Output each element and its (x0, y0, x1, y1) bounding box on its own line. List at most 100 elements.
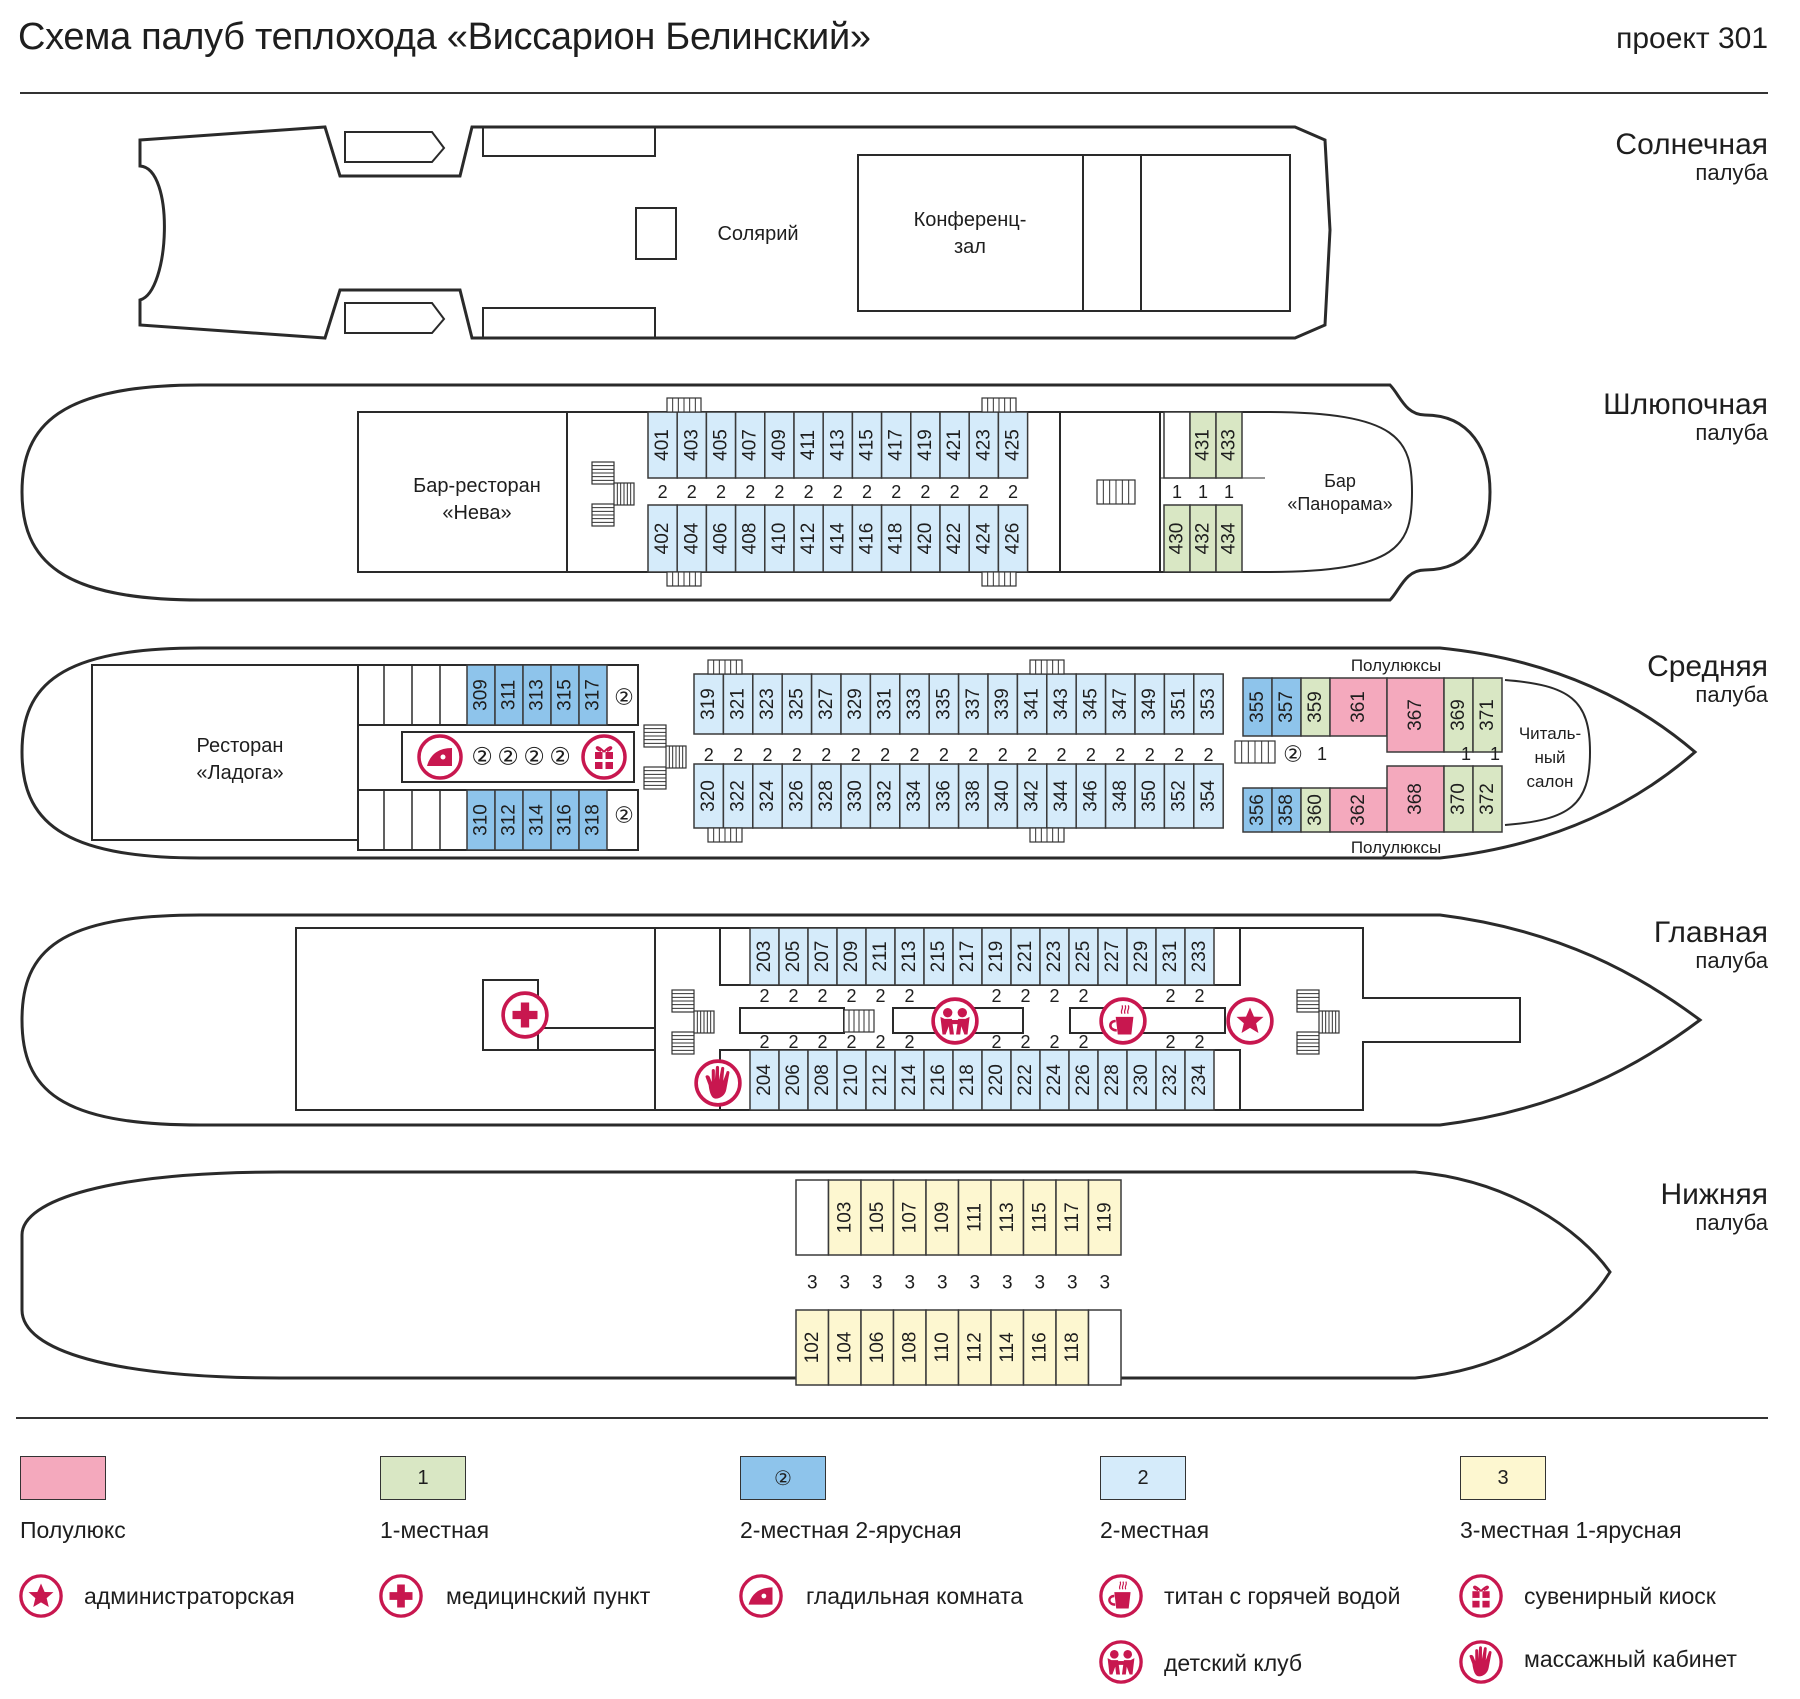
cabin-cell[interactable] (1329, 787, 1388, 833)
cabin[interactable]: 415 (851, 411, 883, 479)
cabin[interactable]: 403 (676, 411, 708, 479)
cabin-cell[interactable] (1163, 411, 1191, 479)
cabin[interactable]: 232 (1155, 1049, 1186, 1111)
cabin[interactable]: 353 (1193, 673, 1224, 735)
cabin[interactable]: 112 (957, 1309, 992, 1386)
cabin[interactable]: 421 (939, 411, 970, 479)
cabin-cell[interactable] (1104, 763, 1136, 829)
cabin[interactable]: 205 (778, 927, 809, 986)
blank-cell[interactable] (1087, 1309, 1122, 1386)
cabin-cell[interactable] (869, 673, 901, 735)
cabin[interactable]: 204 (749, 1049, 780, 1111)
cabin-cell[interactable] (466, 789, 496, 851)
cabin-cell[interactable] (1271, 787, 1302, 833)
cabin[interactable]: 206 (778, 1049, 809, 1111)
cabin[interactable]: 312 (494, 789, 524, 851)
cabin[interactable]: 311 (494, 664, 524, 726)
cabin[interactable]: 309 (466, 664, 496, 726)
cabin[interactable]: 333 (899, 673, 930, 735)
cabin[interactable]: 218 (952, 1049, 983, 1111)
cabin-cell[interactable] (957, 763, 989, 829)
cabin[interactable]: 111 (957, 1179, 992, 1256)
cabin-cell[interactable] (1104, 673, 1136, 735)
cabin[interactable]: 405 (705, 411, 737, 479)
cabin[interactable]: 348 (1104, 763, 1136, 829)
cabin-cell[interactable] (522, 664, 552, 726)
cabin[interactable]: 216 (923, 1049, 954, 1111)
cabin[interactable]: 203 (749, 927, 780, 986)
cabin[interactable]: 370 (1443, 765, 1474, 833)
cabin[interactable]: 432 (1189, 504, 1217, 573)
cabin[interactable]: 343 (1046, 673, 1077, 735)
cabin[interactable]: 425 (997, 411, 1029, 479)
cabin-cell[interactable] (1039, 927, 1070, 986)
cabin-cell[interactable] (1046, 763, 1077, 829)
cabin[interactable]: 108 (892, 1309, 927, 1386)
cabin[interactable]: 233 (1184, 927, 1215, 986)
cabin[interactable]: 212 (865, 1049, 896, 1111)
cabin[interactable]: 430 (1163, 504, 1191, 573)
cabin[interactable]: 118 (1055, 1309, 1090, 1386)
cabin[interactable]: 337 (957, 673, 989, 735)
cabin-cell[interactable] (892, 1309, 927, 1386)
cabin[interactable]: 412 (793, 504, 824, 573)
cabin[interactable]: 117 (1055, 1179, 1090, 1256)
cabin[interactable]: 417 (880, 411, 912, 479)
cabin-cell[interactable] (957, 673, 989, 735)
cabin[interactable]: 410 (764, 504, 795, 573)
cabin-cell[interactable] (1189, 411, 1217, 479)
cabin[interactable]: 104 (827, 1309, 862, 1386)
cabin-cell[interactable] (1010, 927, 1041, 986)
cabin[interactable]: 319 (693, 673, 725, 735)
cabin[interactable]: 368 (1386, 765, 1445, 833)
cabin[interactable]: 413 (822, 411, 854, 479)
cabin[interactable]: 109 (925, 1179, 960, 1256)
cabin[interactable]: 362 (1329, 787, 1388, 833)
cabin-cell[interactable] (869, 763, 901, 829)
cabin-cell[interactable] (781, 673, 813, 735)
cabin[interactable]: 419 (910, 411, 941, 479)
cabin[interactable]: 119 (1087, 1179, 1122, 1256)
cabin[interactable]: 105 (860, 1179, 895, 1256)
cabin-cell[interactable] (722, 763, 754, 829)
cabin-cell[interactable] (1472, 765, 1503, 833)
cabin-cell[interactable] (494, 789, 524, 851)
cabin-cell[interactable] (1242, 677, 1273, 737)
cabin-cell[interactable] (1215, 411, 1243, 479)
cabin[interactable]: 313 (522, 664, 552, 726)
cabin[interactable]: 328 (810, 763, 842, 829)
cabin-cell[interactable] (1134, 673, 1166, 735)
cabin[interactable]: 234 (1184, 1049, 1215, 1111)
cabin-cell[interactable] (990, 1179, 1025, 1256)
cabin[interactable]: 372 (1472, 765, 1503, 833)
cabin[interactable]: 332 (869, 763, 901, 829)
cabin[interactable]: 356 (1242, 787, 1273, 833)
cabin[interactable]: 406 (705, 504, 737, 573)
cabin-cell[interactable] (899, 673, 930, 735)
cabin[interactable]: 352 (1163, 763, 1195, 829)
cabin[interactable]: 349 (1134, 673, 1166, 735)
cabin-cell[interactable] (827, 1309, 862, 1386)
cabin[interactable]: 321 (722, 673, 754, 735)
cabin[interactable]: 358 (1271, 787, 1302, 833)
cabin-cell[interactable] (1022, 1179, 1057, 1256)
cabin[interactable]: 106 (860, 1309, 895, 1386)
cabin-cell[interactable] (836, 927, 867, 986)
cabin[interactable]: 409 (764, 411, 795, 479)
cabin[interactable]: 320 (693, 763, 725, 829)
cabin[interactable]: 434 (1215, 504, 1243, 573)
cabin-cell[interactable] (865, 1049, 896, 1111)
cabin-cell[interactable] (522, 789, 552, 851)
cabin[interactable]: 360 (1300, 787, 1331, 833)
cabin[interactable]: 231 (1155, 927, 1186, 986)
cabin-cell[interactable] (734, 504, 766, 573)
cabin-cell[interactable] (1184, 1049, 1215, 1111)
cabin-cell[interactable] (860, 1309, 895, 1386)
cabin[interactable]: 102 (795, 1309, 830, 1386)
cabin[interactable]: 213 (894, 927, 925, 986)
cabin[interactable]: 323 (752, 673, 783, 735)
cabin[interactable]: 351 (1163, 673, 1195, 735)
cabin[interactable]: 228 (1097, 1049, 1128, 1111)
cabin-cell[interactable] (910, 411, 941, 479)
cabin[interactable]: 314 (522, 789, 552, 851)
